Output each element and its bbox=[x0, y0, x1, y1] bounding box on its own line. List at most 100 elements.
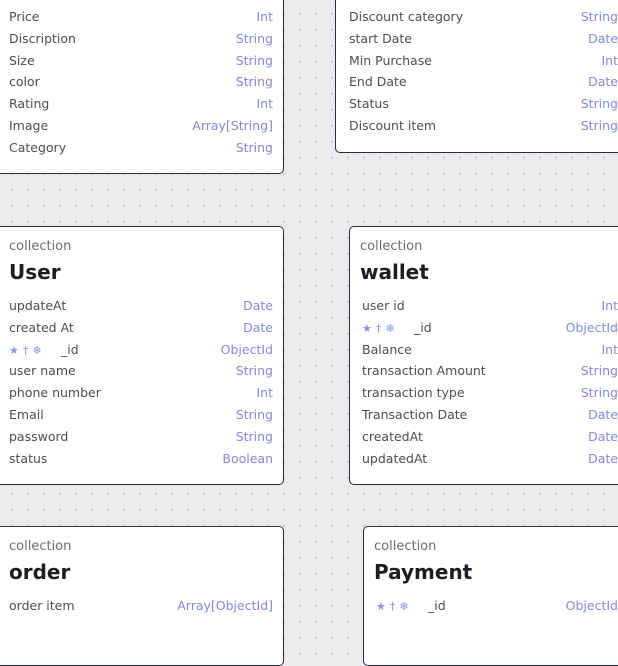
field-name-text: Discount item bbox=[349, 117, 437, 133]
key-icons: ★†❄ bbox=[376, 600, 428, 613]
field-name: user name bbox=[9, 363, 76, 378]
field-name: status bbox=[9, 451, 47, 466]
field-row[interactable]: transaction type String bbox=[350, 383, 618, 405]
snowflake-icon: ❄ bbox=[399, 600, 410, 613]
field-type: Int bbox=[256, 385, 273, 401]
field-name: Size bbox=[9, 53, 35, 68]
field-name: Price bbox=[9, 9, 40, 24]
field-name-text: End Date bbox=[349, 74, 407, 90]
field-name: Category bbox=[9, 140, 66, 155]
field-row[interactable]: Discount item String bbox=[336, 116, 618, 138]
field-name: Discount item bbox=[349, 118, 436, 133]
field-row[interactable]: Price Int bbox=[0, 7, 283, 29]
field-name-text: Image bbox=[9, 117, 49, 133]
field-type: String bbox=[235, 363, 273, 379]
field-type: Int bbox=[601, 52, 618, 68]
field-name-text: Discount category bbox=[349, 9, 464, 24]
field-row[interactable]: Transaction Date Date bbox=[350, 405, 618, 427]
field-row[interactable]: password String bbox=[0, 427, 283, 449]
field-type: ObjectId bbox=[565, 598, 618, 613]
field-name: Image bbox=[9, 118, 48, 133]
field-name-text: user name bbox=[9, 363, 76, 379]
field-name-text: order item bbox=[9, 598, 75, 613]
field-type: Int bbox=[601, 341, 618, 357]
field-type: Int bbox=[601, 298, 618, 313]
field-name-text: Category bbox=[9, 139, 67, 155]
snowflake-icon: ❄ bbox=[32, 343, 43, 357]
field-type: Int bbox=[256, 9, 273, 24]
star-icon: ★ bbox=[376, 600, 387, 613]
field-name: user id bbox=[362, 298, 405, 313]
field-name-text: Balance bbox=[362, 341, 412, 357]
field-type: String bbox=[580, 363, 618, 379]
collection-kind-label: collection bbox=[9, 239, 72, 254]
field-type: String bbox=[235, 74, 273, 90]
field-name-text: createdAt bbox=[362, 428, 423, 444]
field-name-text: updatedAt bbox=[362, 450, 428, 466]
field-row[interactable]: status Boolean bbox=[0, 449, 283, 471]
field-type: Date bbox=[588, 30, 618, 46]
collection-kind-label: collection bbox=[374, 539, 437, 554]
field-type: String bbox=[235, 30, 273, 46]
field-row[interactable]: createdAt Date bbox=[350, 427, 618, 449]
field-name: created At bbox=[9, 320, 74, 335]
field-name-text: Transaction Date bbox=[362, 406, 468, 422]
field-row[interactable]: Category String bbox=[0, 138, 283, 160]
field-name-text: Email bbox=[9, 406, 44, 422]
field-name: End Date bbox=[349, 74, 407, 89]
field-type: String bbox=[235, 139, 273, 155]
field-row[interactable]: user id Int bbox=[350, 296, 618, 318]
field-type: String bbox=[580, 385, 618, 401]
field-name-text: _id bbox=[61, 341, 79, 357]
collection-title: order bbox=[9, 560, 71, 584]
field-type: Date bbox=[588, 406, 618, 422]
field-type: Boolean bbox=[222, 450, 273, 466]
field-row[interactable]: phone number Int bbox=[0, 383, 283, 405]
field-type: String bbox=[235, 406, 273, 422]
field-row[interactable]: Balance Int bbox=[350, 340, 618, 362]
field-row[interactable]: Email String bbox=[0, 405, 283, 427]
field-type: Array[String] bbox=[192, 117, 273, 133]
field-row[interactable]: user name String bbox=[0, 361, 283, 383]
key-icons: ★†❄ bbox=[362, 322, 414, 335]
field-type: String bbox=[580, 117, 618, 133]
field-name: transaction type bbox=[362, 385, 465, 400]
field-name-text: _id bbox=[428, 598, 446, 613]
field-name: password bbox=[9, 429, 68, 444]
field-name: order item bbox=[9, 598, 75, 613]
field-type: String bbox=[235, 428, 273, 444]
field-name: Rating bbox=[9, 96, 49, 111]
field-row[interactable]: Min Purchase Int bbox=[336, 51, 618, 73]
field-name: Min Purchase bbox=[349, 53, 432, 68]
field-name: Transaction Date bbox=[362, 407, 467, 422]
field-name-text: updateAt bbox=[9, 298, 67, 313]
field-row[interactable]: Image Array[String] bbox=[0, 116, 283, 138]
field-name: phone number bbox=[9, 385, 101, 400]
field-type: Date bbox=[588, 428, 618, 444]
key-icon: † bbox=[389, 600, 397, 613]
